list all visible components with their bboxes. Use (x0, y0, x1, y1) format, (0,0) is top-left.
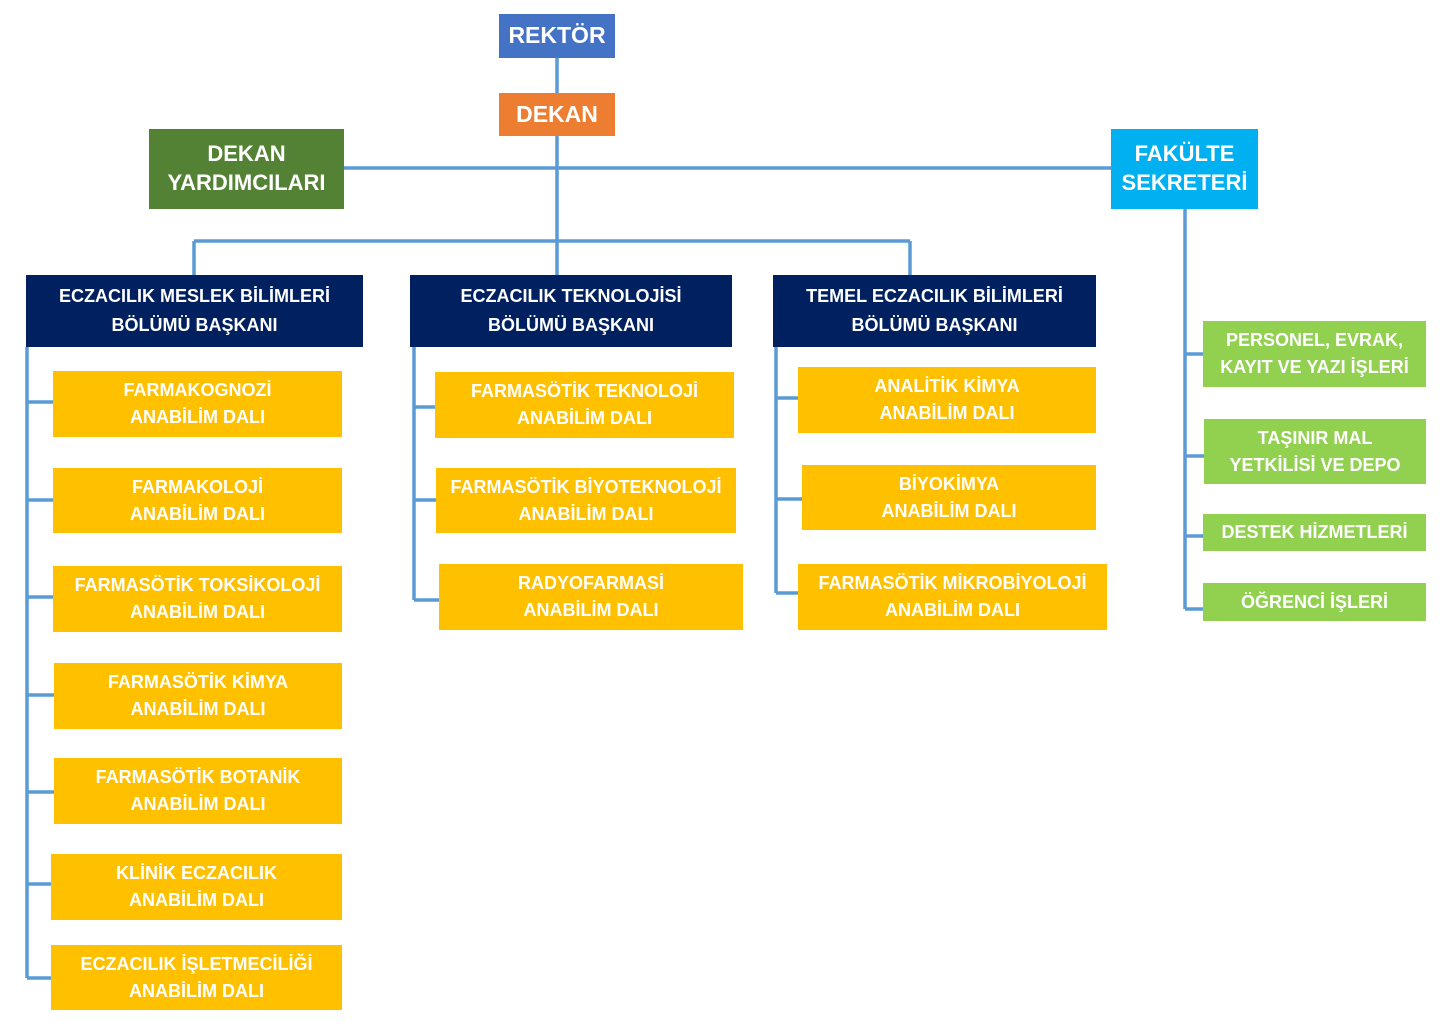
secretariat-unit-box: ÖĞRENCİ İŞLERİ (1203, 583, 1426, 621)
faculty-secretary-label: FAKÜLTE SEKRETERİ (1121, 141, 1248, 195)
division-box: FARMASÖTİK TEKNOLOJİ ANABİLİM DALI (435, 372, 734, 438)
division-box: BİYOKİMYA ANABİLİM DALI (802, 465, 1096, 530)
division-label: FARMASÖTİK TOKSİKOLOJİ ANABİLİM DALI (74, 575, 321, 622)
rector-box: REKTÖR (499, 14, 615, 58)
division-label: FARMAKOGNOZİ ANABİLİM DALI (123, 380, 272, 427)
connector-dept-1-branches (27, 400, 54, 980)
division-label: FARMASÖTİK KİMYA ANABİLİM DALI (107, 672, 289, 719)
division-label: FARMASÖTİK TEKNOLOJİ ANABİLİM DALI (470, 381, 698, 428)
dean-box: DEKAN (499, 93, 615, 136)
department-head-box: TEMEL ECZACILIK BİLİMLERİ BÖLÜMÜ BAŞKANI (773, 275, 1096, 347)
connector-dept-2-branches (414, 405, 439, 602)
division-label: FARMASÖTİK BOTANİK ANABİLİM DALI (95, 767, 301, 814)
division-label: FARMASÖTİK BİYOTEKNOLOJİ ANABİLİM DALI (450, 476, 722, 524)
division-label: BİYOKİMYA ANABİLİM DALI (881, 473, 1017, 521)
division-box: FARMAKOGNOZİ ANABİLİM DALI (53, 371, 342, 437)
faculty-secretary-box: FAKÜLTE SEKRETERİ (1111, 129, 1258, 209)
division-box: RADYOFARMASİ ANABİLİM DALI (439, 564, 743, 630)
division-box: KLİNİK ECZACILIK ANABİLİM DALI (51, 854, 342, 920)
division-label: ANALİTİK KİMYA ANABİLİM DALI (874, 376, 1020, 423)
division-box: ANALİTİK KİMYA ANABİLİM DALI (798, 367, 1096, 433)
secretariat-unit-label: ÖĞRENCİ İŞLERİ (1240, 591, 1388, 612)
secretariat-unit-box: PERSONEL, EVRAK, KAYIT VE YAZI İŞLERİ (1203, 321, 1426, 387)
department-head-label: ECZACILIK TEKNOLOJİSİ BÖLÜMÜ BAŞKANI (460, 286, 682, 335)
division-box: FARMAKOLOJİ ANABİLİM DALI (53, 468, 342, 533)
vice-deans-label: DEKAN YARDIMCILARI (167, 141, 326, 195)
division-box: FARMASÖTİK BİYOTEKNOLOJİ ANABİLİM DALI (436, 468, 736, 533)
department-head-box: ECZACILIK TEKNOLOJİSİ BÖLÜMÜ BAŞKANI (410, 275, 732, 347)
division-label: RADYOFARMASİ ANABİLİM DALI (517, 573, 664, 620)
division-label: FARMASÖTİK MİKROBİYOLOJİ ANABİLİM DALI (818, 573, 1087, 620)
division-box: FARMASÖTİK BOTANİK ANABİLİM DALI (54, 758, 342, 824)
rector-label: REKTÖR (508, 22, 606, 49)
dean-label: DEKAN (516, 100, 598, 127)
division-label: KLİNİK ECZACILIK ANABİLİM DALI (116, 863, 277, 910)
secretariat-unit-label: TAŞINIR MAL YETKİLİSİ VE DEPO (1229, 427, 1401, 475)
division-box: ECZACILIK İŞLETMECİLİĞİ ANABİLİM DALI (51, 945, 342, 1010)
connector-dept-3-branches (776, 396, 802, 595)
secretariat-unit-box: DESTEK HİZMETLERİ (1203, 514, 1426, 551)
division-label: ECZACILIK İŞLETMECİLİĞİ ANABİLİM DALI (80, 953, 313, 1001)
connector-secretariat-branches (1185, 352, 1204, 611)
secretariat-unit-label: DESTEK HİZMETLERİ (1221, 522, 1408, 542)
division-box: FARMASÖTİK KİMYA ANABİLİM DALI (54, 663, 342, 729)
division-box: FARMASÖTİK MİKROBİYOLOJİ ANABİLİM DALI (798, 564, 1107, 630)
secretariat-unit-label: PERSONEL, EVRAK, KAYIT VE YAZI İŞLERİ (1220, 330, 1409, 377)
division-box: FARMASÖTİK TOKSİKOLOJİ ANABİLİM DALI (53, 566, 342, 632)
department-head-label: TEMEL ECZACILIK BİLİMLERİ BÖLÜMÜ BAŞKANI (806, 286, 1063, 335)
department-head-label: ECZACILIK MESLEK BİLİMLERİ BÖLÜMÜ BAŞKAN… (59, 286, 330, 335)
secretariat-unit-box: TAŞINIR MAL YETKİLİSİ VE DEPO (1204, 419, 1426, 484)
division-label: FARMAKOLOJİ ANABİLİM DALI (130, 476, 265, 524)
vice-deans-box: DEKAN YARDIMCILARI (149, 129, 344, 209)
department-head-box: ECZACILIK MESLEK BİLİMLERİ BÖLÜMÜ BAŞKAN… (26, 275, 363, 347)
